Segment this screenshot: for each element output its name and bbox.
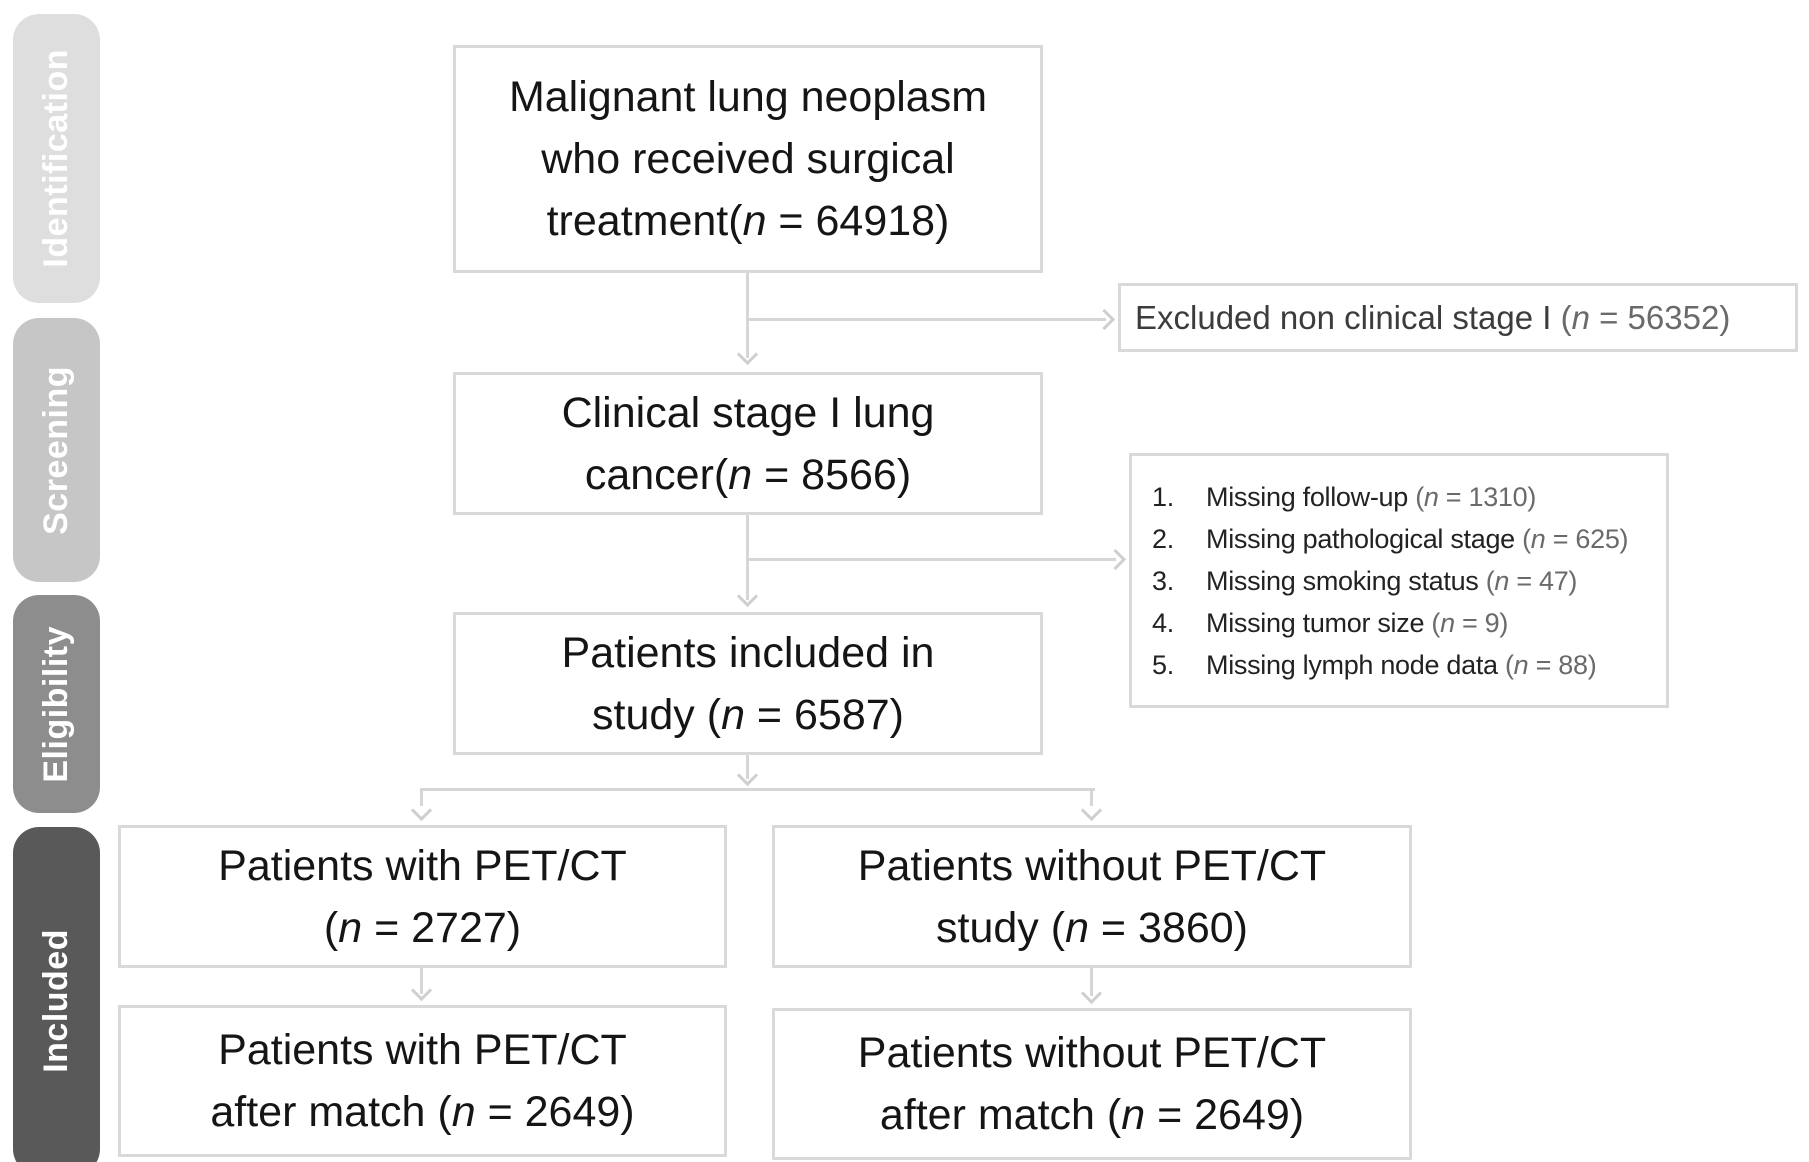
stage-pill-identification: Identification xyxy=(13,14,100,303)
connector-line xyxy=(746,755,749,779)
connector-line xyxy=(1090,968,1093,996)
stage-pill-screening: Screening xyxy=(13,318,100,582)
arrow-down-icon xyxy=(736,585,759,608)
arrow-down-icon xyxy=(736,764,759,787)
arrow-down-icon xyxy=(736,343,759,366)
stage-label-identification: Identification xyxy=(37,49,75,268)
stage-pill-eligibility: Eligibility xyxy=(13,595,100,813)
connector-line xyxy=(746,318,1106,321)
stage-label-eligibility: Eligibility xyxy=(37,625,75,783)
connector-line xyxy=(420,788,1095,791)
connector-line xyxy=(746,273,749,358)
arrow-down-icon xyxy=(1080,799,1103,822)
arrow-down-icon xyxy=(410,799,433,822)
box-excluded-non-stage1: Excluded non clinical stage I (n = 56352… xyxy=(1118,283,1798,352)
arrow-down-icon xyxy=(1080,982,1103,1005)
arrow-down-icon xyxy=(410,979,433,1002)
connector-line xyxy=(746,558,1116,561)
arrow-right-icon xyxy=(1104,548,1127,571)
stage-label-screening: Screening xyxy=(37,365,75,535)
connector-line xyxy=(746,515,749,600)
connector-line xyxy=(420,788,423,806)
stage-label-included: Included xyxy=(37,929,75,1073)
box-exclusion-reasons: 1.Missing follow-up (n = 1310)2.Missing … xyxy=(1129,453,1669,708)
stage-pill-included: Included xyxy=(13,827,100,1162)
connector-line xyxy=(1090,788,1093,806)
arrow-right-icon xyxy=(1093,308,1116,331)
connector-line xyxy=(420,968,423,994)
box-pet-group: Patients with PET/CT(n = 2727) xyxy=(118,825,727,968)
